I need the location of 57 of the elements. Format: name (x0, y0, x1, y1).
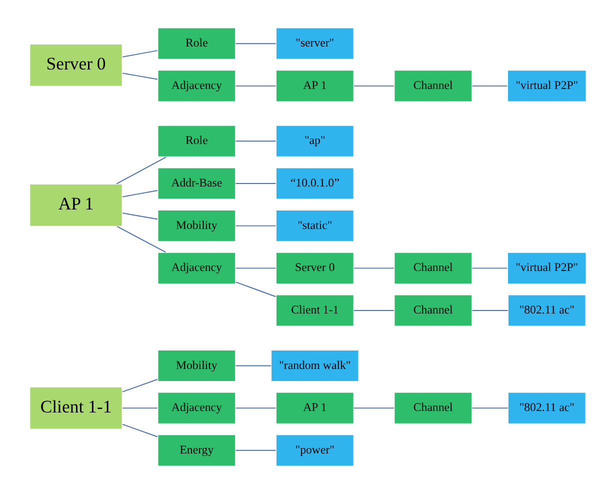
node-box: Client 1-1 (275, 294, 354, 327)
node-box: "802.11 ac" (506, 392, 586, 424)
node-box: Role (156, 27, 236, 60)
node-box: Adjacency (156, 392, 236, 424)
node-box: "server" (275, 27, 354, 60)
connector (352, 268, 394, 269)
node-box: "random walk" (270, 349, 359, 382)
node-box: "power" (275, 434, 354, 467)
node-box: AP 1 (275, 70, 354, 102)
node-box: "virtual P2P" (506, 252, 586, 284)
connector (234, 365, 271, 366)
connector (471, 85, 508, 86)
node-box: Channel (393, 294, 472, 327)
connector (122, 424, 158, 438)
node-box: Adjacency (156, 252, 236, 284)
connector (234, 85, 276, 86)
connector (122, 50, 158, 58)
connector (234, 268, 276, 269)
node-box: Server 0 (275, 252, 354, 284)
connector (122, 212, 158, 220)
connector (234, 450, 276, 451)
node-box: "static" (275, 210, 354, 242)
node-box: "ap" (275, 124, 354, 158)
connector (116, 156, 166, 184)
connector (234, 140, 276, 142)
node-box: AP 1 (275, 392, 354, 424)
node-box: Adjacency (156, 70, 236, 102)
connector (234, 408, 276, 409)
node-box: Server 0 (28, 44, 122, 87)
connector (352, 310, 394, 312)
connector (471, 408, 508, 409)
connector (234, 43, 276, 44)
node-box: Energy (156, 434, 236, 467)
connector (234, 182, 276, 184)
connector (352, 408, 394, 409)
node-box: Mobility (156, 349, 236, 382)
connector (122, 378, 158, 392)
node-box: Channel (393, 392, 472, 424)
connector (116, 226, 166, 253)
node-box: Channel (393, 70, 472, 102)
node-box: "virtual P2P" (506, 70, 586, 102)
node-box: Mobility (156, 210, 236, 242)
connector (234, 225, 276, 226)
node-box: Channel (393, 252, 472, 284)
connector (471, 310, 508, 312)
node-box: Addr-Base (156, 167, 236, 200)
node-box: Role (156, 124, 236, 158)
connector (234, 282, 276, 298)
connector (122, 408, 158, 409)
node-box: “10.0.1.0” (275, 167, 354, 200)
connector (471, 268, 508, 269)
connector (122, 72, 158, 80)
connector (122, 190, 158, 198)
node-box: AP 1 (28, 183, 122, 227)
connector (352, 85, 394, 86)
node-box: "802.11 ac" (506, 294, 586, 327)
node-box: Client 1-1 (28, 386, 122, 430)
